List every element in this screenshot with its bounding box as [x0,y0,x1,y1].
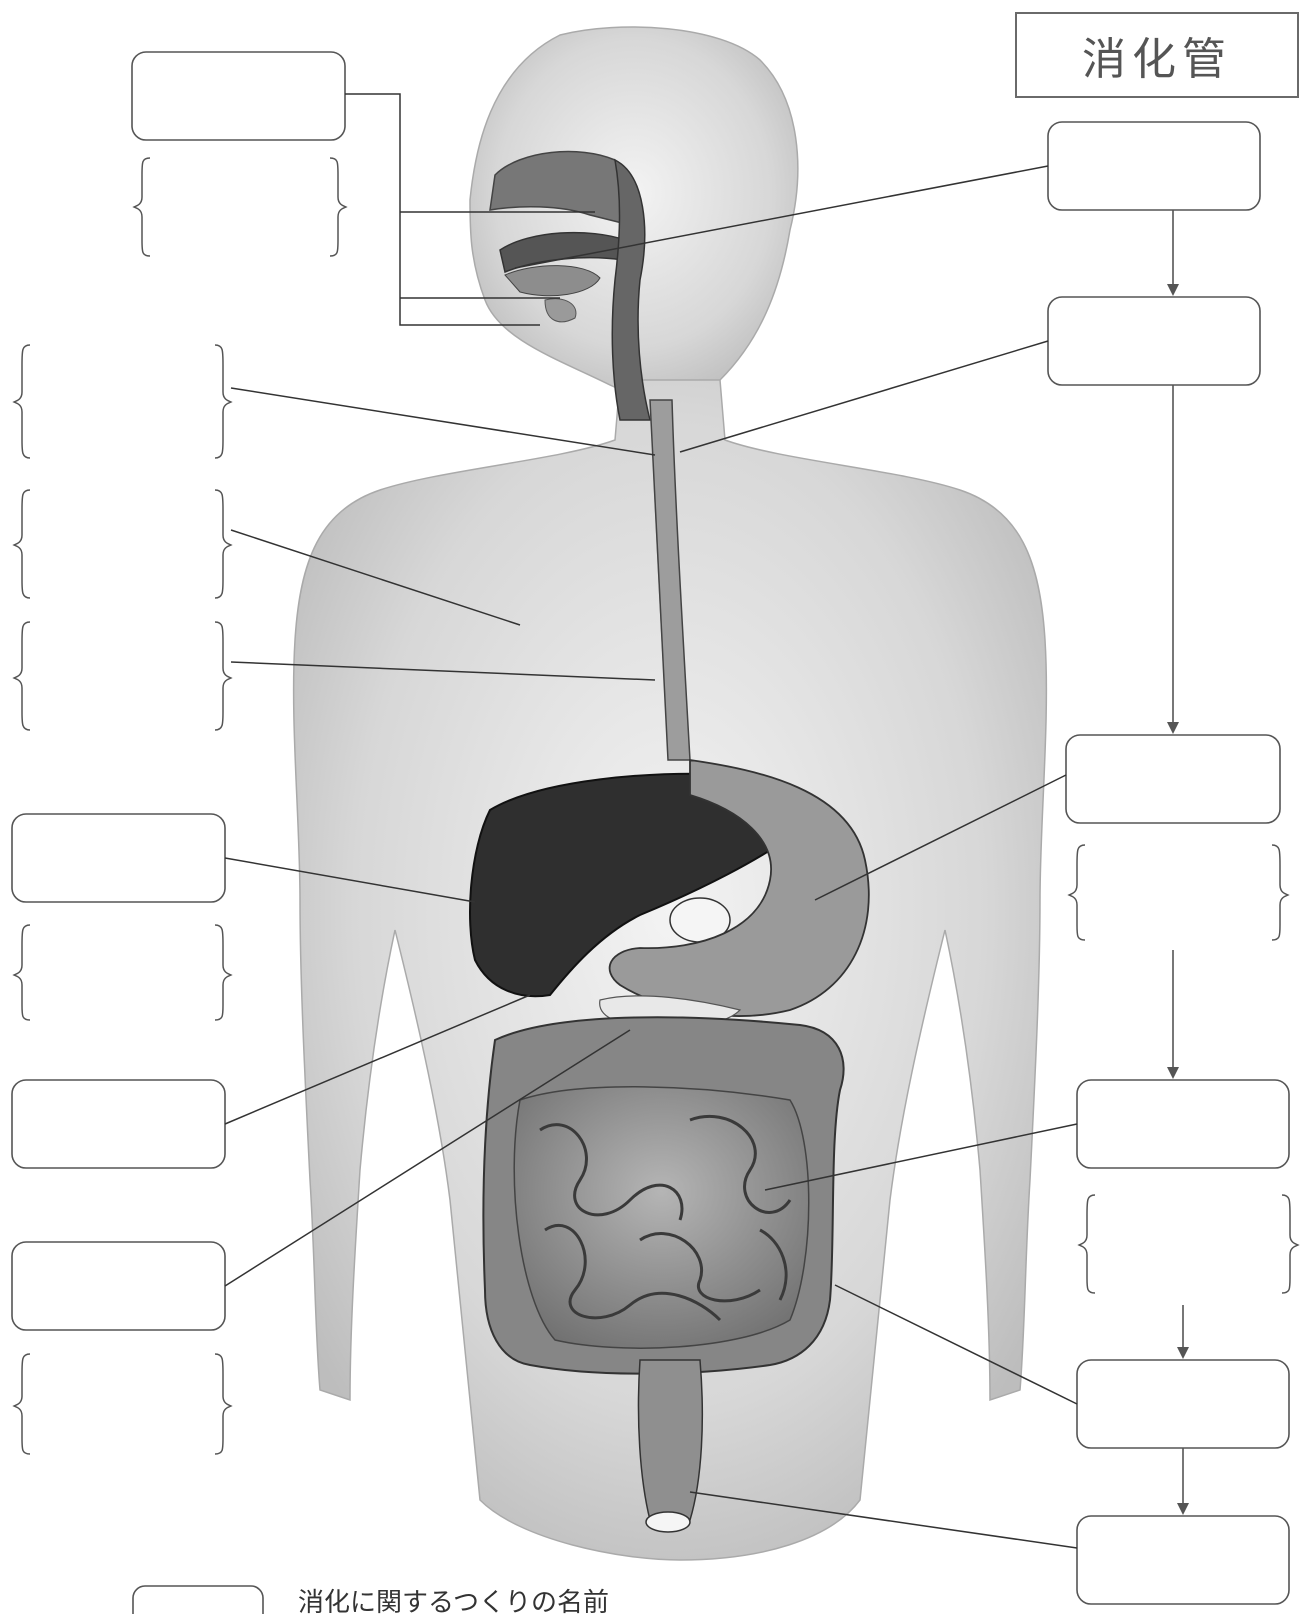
bracket-note-small-intestine[interactable] [1079,1195,1298,1293]
flow-arrows [1173,210,1183,1509]
bracket-note-pharynx-line[interactable] [14,345,231,458]
answer-box-salivary[interactable] [132,52,345,140]
answer-box-gall-bladder[interactable] [12,1080,225,1168]
answer-box-liver[interactable] [12,814,225,902]
left-bracket-notes [14,158,346,1454]
answer-box-anus[interactable] [1077,1516,1289,1604]
title-box: 消化管 [1015,12,1299,98]
bracket-note-stomach[interactable] [1069,845,1288,940]
leader-left-1 [231,388,655,455]
page-title: 消化管 [1082,23,1232,87]
answer-box-small-intestine[interactable] [1077,1080,1289,1168]
mouth-and-pharynx [490,152,650,420]
right-labels [1048,122,1289,1604]
anus [646,1512,690,1532]
right-bracket-notes [1069,845,1298,1293]
answer-box-stomach[interactable] [1066,735,1280,823]
answer-box-esophagus[interactable] [1048,297,1260,385]
answer-box-pancreas[interactable] [12,1242,225,1330]
answer-box-mouth[interactable] [1048,122,1260,210]
bracket-note-heart[interactable] [14,622,231,730]
small-intestine [514,1087,809,1348]
answer-box-large-intestine[interactable] [1077,1360,1289,1448]
left-labels [12,52,345,1614]
legend-box [133,1586,263,1614]
legend-label: 消化に関するつくりの名前 [298,1582,609,1619]
bracket-note-pancreas[interactable] [14,1354,231,1454]
rectum [638,1360,702,1520]
bracket-note-salivary[interactable] [134,158,346,256]
bracket-note-lung[interactable] [14,490,231,598]
bracket-note-liver[interactable] [14,925,231,1020]
